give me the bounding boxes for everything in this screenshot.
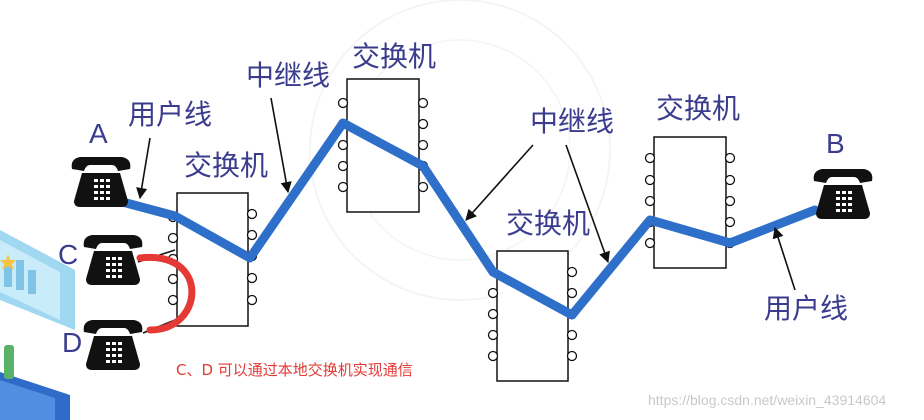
- arrow-trunk-line-1: [270, 97, 292, 194]
- local-call-note: C、D 可以通过本地交换机实现通信: [176, 361, 413, 379]
- label-user-line-left: 用户线: [128, 98, 212, 131]
- phone-c-icon: [83, 235, 143, 285]
- call-path: [95, 118, 820, 320]
- arrow-trunk-line-2a: [465, 144, 534, 221]
- phone-b-icon: [813, 169, 873, 219]
- switch-box-4: [644, 136, 736, 269]
- label-switch-4: 交换机: [656, 92, 740, 125]
- terminal-b-label: B: [826, 128, 845, 159]
- switch-box-2: [337, 78, 429, 213]
- decorative-illustration: [0, 230, 75, 420]
- arrow-trunk-line-2b: [565, 144, 610, 264]
- label-switch-3: 交换机: [506, 207, 590, 240]
- label-user-line-right: 用户线: [764, 292, 848, 325]
- label-switch-1: 交换机: [184, 149, 268, 182]
- switch-box-3: [487, 250, 578, 382]
- terminal-a-label: A: [89, 118, 108, 149]
- watermark: https://blog.csdn.net/weixin_43914604: [648, 392, 886, 408]
- label-trunk-line-2: 中继线: [530, 105, 614, 138]
- label-trunk-line-1: 中继线: [246, 59, 330, 92]
- label-switch-2: 交换机: [352, 40, 436, 73]
- switch-box-1: [167, 192, 258, 327]
- phone-d-icon: [83, 320, 143, 370]
- arrow-user-line-right: [772, 226, 796, 291]
- local-link-c-d: [136, 254, 196, 334]
- phone-a-icon: [71, 157, 131, 207]
- terminal-c-label: C: [58, 239, 78, 270]
- arrow-user-line-left: [136, 137, 151, 200]
- terminal-d-label: D: [62, 327, 82, 358]
